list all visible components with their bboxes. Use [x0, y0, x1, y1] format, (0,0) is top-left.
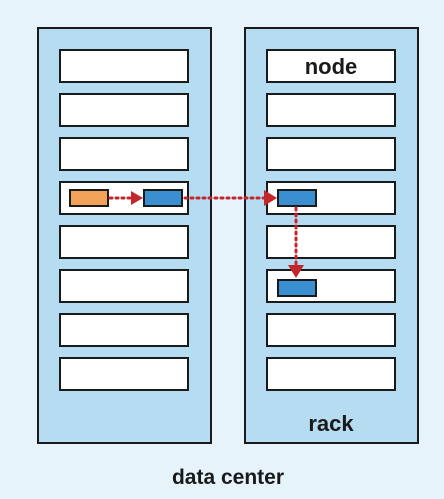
- rack-left-node-2: [59, 93, 189, 127]
- rack-left: [37, 27, 212, 444]
- rack-right-node-1: [266, 49, 396, 83]
- replica-block-3: [277, 279, 317, 297]
- rack-right-node-8: [266, 357, 396, 391]
- replication-arrows: [108, 190, 304, 278]
- rack-label: rack: [308, 411, 354, 436]
- rack-left-node-6: [59, 269, 189, 303]
- rack-right-node-5: [266, 225, 396, 259]
- node-label: node: [305, 54, 358, 79]
- source-block: [69, 189, 109, 207]
- rack-left-node-7: [59, 313, 189, 347]
- rack-left-node-3: [59, 137, 189, 171]
- rack-right-node-2: [266, 93, 396, 127]
- data-center-label: data center: [172, 466, 284, 489]
- arrow-head-1: [131, 191, 143, 205]
- rack-left-node-8: [59, 357, 189, 391]
- rack-right: [244, 27, 419, 444]
- replica-block-1: [143, 189, 183, 207]
- rack-right-node-7: [266, 313, 396, 347]
- replica-block-2: [277, 189, 317, 207]
- arrow-head-3: [288, 265, 304, 278]
- arrow-head-2: [264, 190, 277, 206]
- rack-left-node-5: [59, 225, 189, 259]
- rack-left-node-1: [59, 49, 189, 83]
- rack-right-node-3: [266, 137, 396, 171]
